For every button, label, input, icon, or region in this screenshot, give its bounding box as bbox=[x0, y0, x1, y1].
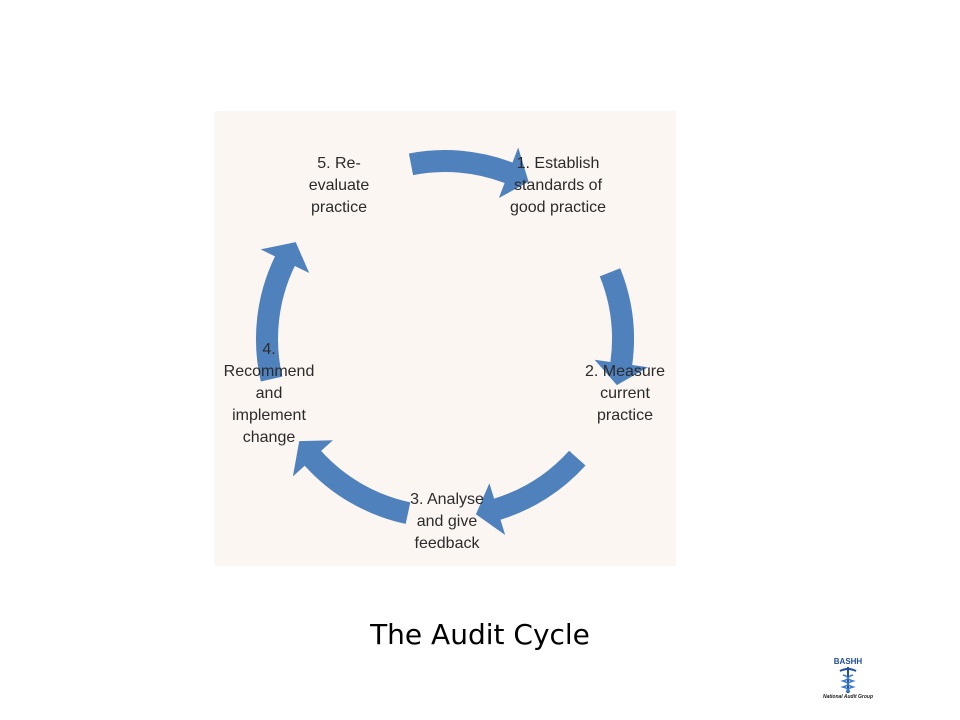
diagram-caption: The Audit Cycle bbox=[370, 618, 590, 651]
audit-cycle-diagram: 1. Establish standards of good practice … bbox=[215, 111, 676, 566]
step-2-measure-practice: 2. Measure current practice bbox=[571, 361, 679, 427]
bashh-logo: BASHH National Audit Group bbox=[808, 652, 888, 710]
step-5-line: 5. Re- bbox=[317, 155, 361, 172]
step-4-line: change bbox=[242, 429, 296, 446]
step-3-line: feedback bbox=[414, 535, 480, 552]
step-3-line: and give bbox=[416, 513, 478, 530]
step-5-reevaluate-practice: 5. Re- evaluate practice bbox=[295, 153, 383, 219]
step-3-line: 3. Analyse bbox=[410, 491, 484, 508]
logo-subtitle: National Audit Group bbox=[822, 694, 874, 700]
caduceus-icon bbox=[839, 667, 857, 693]
step-4-recommend-change: 4. Recommend and implement change bbox=[217, 339, 321, 449]
step-1-line: 1. Establish bbox=[516, 155, 600, 172]
step-2-line: 2. Measure bbox=[584, 363, 666, 380]
step-1-line: standards of bbox=[513, 177, 603, 194]
step-4-line: Recommend bbox=[223, 363, 315, 380]
step-5-line: practice bbox=[310, 199, 368, 216]
arrow-1-to-2 bbox=[594, 268, 648, 386]
step-3-analyse-feedback: 3. Analyse and give feedback bbox=[395, 489, 499, 555]
step-4-line: 4. bbox=[262, 341, 276, 358]
step-2-line: practice bbox=[596, 407, 654, 424]
arrow-5-to-1 bbox=[408, 147, 529, 198]
arrow-3-to-4 bbox=[292, 440, 411, 524]
step-4-line: and bbox=[255, 385, 283, 402]
arrow-2-to-3 bbox=[475, 450, 586, 535]
step-2-line: current bbox=[600, 385, 650, 402]
step-4-line: implement bbox=[232, 407, 306, 424]
arrow-4-to-5 bbox=[255, 242, 310, 382]
step-1-establish-standards: 1. Establish standards of good practice bbox=[497, 153, 619, 219]
cycle-arrows bbox=[255, 147, 648, 535]
logo-org-name: BASHH bbox=[833, 657, 863, 666]
step-5-line: evaluate bbox=[308, 177, 370, 194]
step-1-line: good practice bbox=[509, 199, 607, 216]
